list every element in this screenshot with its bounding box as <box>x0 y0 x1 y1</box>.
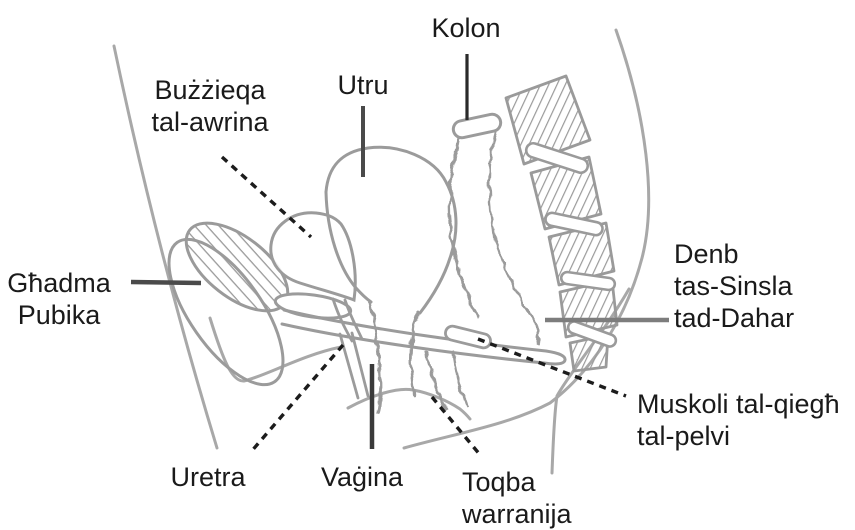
label-kolon: Kolon <box>431 13 501 43</box>
abdomen-front-outline <box>112 44 219 450</box>
sacrum-disc <box>566 320 618 348</box>
muskoli-leader-line <box>477 337 627 398</box>
label-uretra: Uretra <box>170 462 246 492</box>
urethra-shape <box>331 297 370 400</box>
coccyx-tip-shape <box>444 324 492 350</box>
sacrum-disc <box>559 270 617 292</box>
sacrum-discs <box>524 141 618 348</box>
uterus-shape <box>324 145 458 315</box>
sacrum-segment <box>504 74 592 166</box>
label-vagina: Vaġina <box>320 462 404 492</box>
anus-back-wall <box>451 348 469 407</box>
rectum-shape <box>425 130 540 412</box>
label-utru: Utru <box>337 70 389 100</box>
ghadma-leader-line <box>130 279 202 286</box>
label-toqba: Toqba warranija <box>462 467 572 529</box>
pelvic-floor-band <box>280 308 567 366</box>
sacrum-disc <box>544 211 604 237</box>
perineum-front-outline <box>208 316 343 383</box>
label-ghadma: Għadma Pubika <box>7 268 111 330</box>
label-muskoli: Muskoli tal-qiegħ tal-pelvi <box>637 389 840 451</box>
sacrum-disc <box>524 141 590 175</box>
vagina-shape <box>368 300 421 416</box>
rectum-back-wall <box>488 130 540 346</box>
anus-front-wall <box>425 350 447 412</box>
uterus-back-outline <box>324 145 458 315</box>
rectum-front-wall <box>448 138 479 318</box>
label-buzzieqa: Bużżieqa tal-awrina <box>151 75 269 137</box>
buzzieqa-leader-line <box>220 155 313 239</box>
uterus-front-outline <box>324 190 373 304</box>
leader-lines <box>130 54 669 458</box>
uretra-leader-line <box>248 343 345 455</box>
label-denb: Denb tas-Sinsla tad-Dahar <box>674 239 795 333</box>
bladder-shape <box>269 211 357 303</box>
sacrum-shape <box>504 74 619 373</box>
